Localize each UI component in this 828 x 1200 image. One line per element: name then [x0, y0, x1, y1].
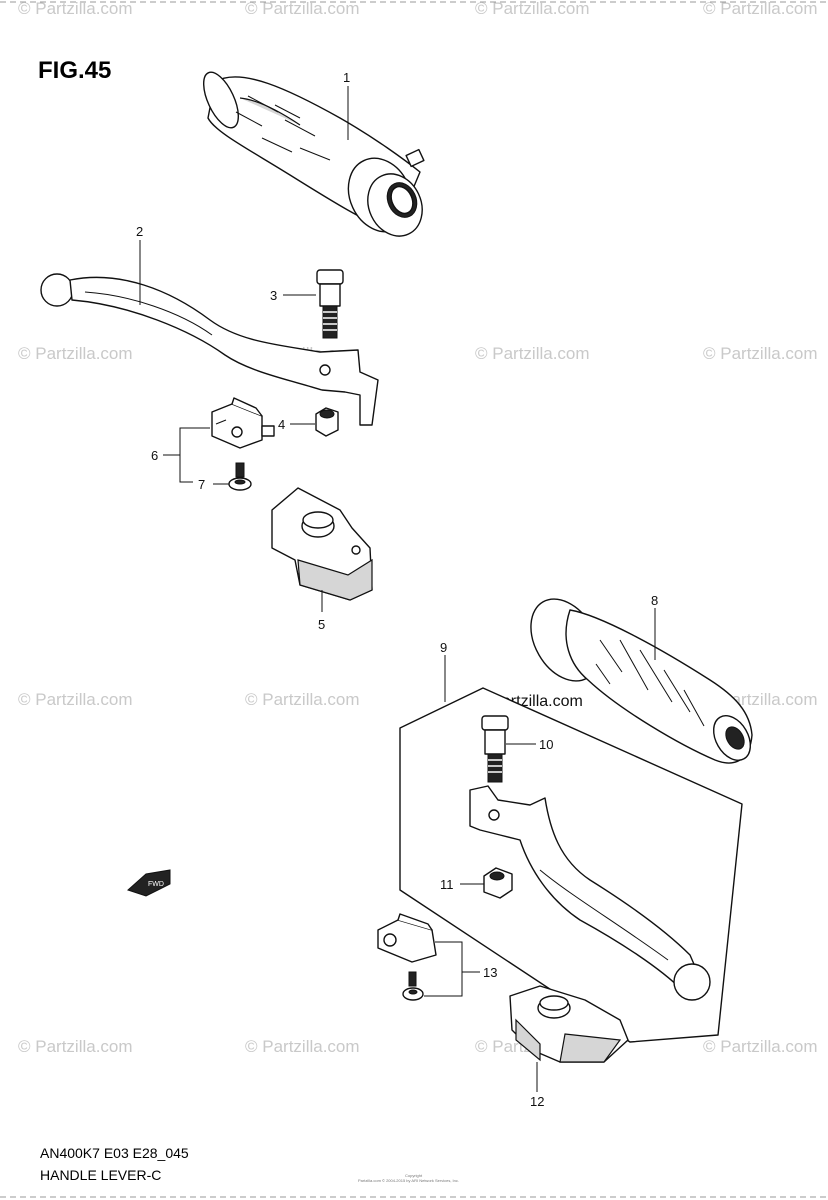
watermark: © Partzilla.com: [18, 1037, 133, 1056]
callout-4: 4: [278, 417, 285, 432]
watermark: © Partzilla.com: [475, 344, 590, 363]
watermark: © Partzilla.com: [18, 344, 133, 363]
callout-1: 1: [343, 70, 350, 85]
forward-arrow-label: FWD: [148, 881, 164, 888]
part-6-switch: [211, 397, 275, 449]
model-code: AN400K7 E03 E28_045: [40, 1145, 189, 1161]
watermark: © Partzilla.com: [245, 690, 360, 709]
part-3-bolt: [316, 269, 344, 339]
watermark: © Partzilla.com: [18, 690, 133, 709]
part-5-holder: [271, 487, 373, 601]
callout-10: 10: [539, 737, 553, 752]
leader-lines: [139, 86, 656, 1092]
callout-7: 7: [198, 477, 205, 492]
watermark: © Partzilla.com: [475, 0, 590, 18]
callout-2: 2: [136, 224, 143, 239]
callout-6: 6: [151, 448, 158, 463]
part-4-nut: [315, 407, 339, 437]
section-name: HANDLE LEVER-C: [40, 1167, 161, 1183]
callout-13: 13: [483, 965, 497, 980]
part-10-bolt: [481, 715, 509, 783]
callout-3: 3: [270, 288, 277, 303]
callouts: 1 2 3 4 5 6 7 8 9 10 11 12 13: [136, 70, 658, 1109]
copyright-line-1: Copyright: [405, 1173, 423, 1178]
copyright-line-2: Partzilla.com © 2004-2015 by ARI Network…: [358, 1178, 459, 1183]
watermark: © Partzilla.com: [245, 1037, 360, 1056]
watermark: © Partzilla.com: [245, 0, 360, 18]
callout-12: 12: [530, 1094, 544, 1109]
forward-arrow-icon: FWD: [127, 869, 171, 897]
part-8-grip: [530, 598, 753, 764]
part-1-grip: [202, 71, 425, 237]
callout-9: 9: [440, 640, 447, 655]
watermark: © Partzilla.com: [703, 1037, 818, 1056]
watermark: © Partzilla.com: [18, 0, 133, 18]
part-13-switch: [377, 913, 437, 1001]
part-lever-lower: [469, 785, 711, 1001]
part-11-nut: [483, 867, 513, 899]
figure-title: FIG.45: [38, 57, 111, 84]
callout-8: 8: [651, 593, 658, 608]
part-7-screw: [228, 462, 252, 491]
part-2-lever: [40, 273, 379, 426]
watermark: © Partzilla.com: [703, 0, 818, 18]
part-12-holder: [509, 985, 629, 1063]
callout-11: 11: [440, 877, 454, 892]
callout-5: 5: [318, 617, 325, 632]
watermark: © Partzilla.com: [703, 344, 818, 363]
